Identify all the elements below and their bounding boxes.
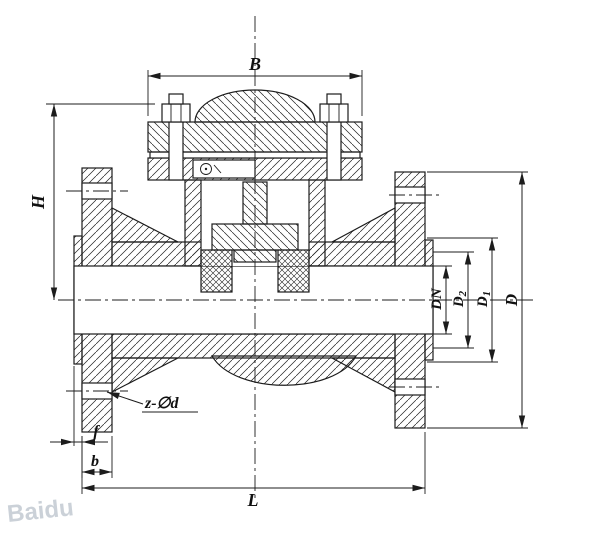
flange-bolt-holes [66, 182, 441, 400]
dim-label-L: L [247, 490, 259, 510]
dim-label-H: H [28, 194, 48, 210]
dim-label-D: D [502, 294, 521, 307]
bolt-right [319, 93, 349, 181]
chamber-wall-left [184, 179, 202, 267]
seat-ring-right [277, 249, 310, 293]
dimension-DN: DN [429, 265, 452, 335]
body-lower-bulge [210, 355, 358, 386]
dimensions: B H L f b [28, 54, 528, 510]
dim-label-DN: DN [429, 287, 445, 311]
bolt-left [161, 93, 191, 181]
tube-wall-bottom [111, 333, 396, 359]
disc-assembly [200, 181, 310, 293]
dim-label-b: b [91, 453, 99, 470]
centerlines [58, 16, 536, 498]
web-top-left [111, 207, 179, 243]
web-bottom-left [111, 357, 179, 393]
chamber-wall-right [308, 179, 326, 267]
dim-label-f: f [93, 423, 100, 440]
dimension-L: L [81, 432, 426, 510]
dimension-D2: D2 [433, 251, 474, 349]
dim-label-B: B [248, 54, 261, 74]
dimension-B: B [147, 54, 363, 116]
dimension-D1: D1 [427, 237, 498, 363]
dimension-z-d: z-∅d [106, 391, 198, 413]
watermark: Baidu [6, 494, 75, 528]
seat-ring-left [200, 249, 233, 293]
dimension-H: H [28, 103, 155, 300]
dim-label-D2: D2 [451, 290, 469, 308]
dimension-D: D [427, 171, 528, 429]
dimension-b: b [82, 436, 113, 478]
dim-label-z-d: z-∅d [144, 395, 179, 412]
indicator-window [192, 159, 256, 179]
dim-label-D1: D1 [475, 291, 493, 308]
web-top-right [331, 206, 396, 243]
